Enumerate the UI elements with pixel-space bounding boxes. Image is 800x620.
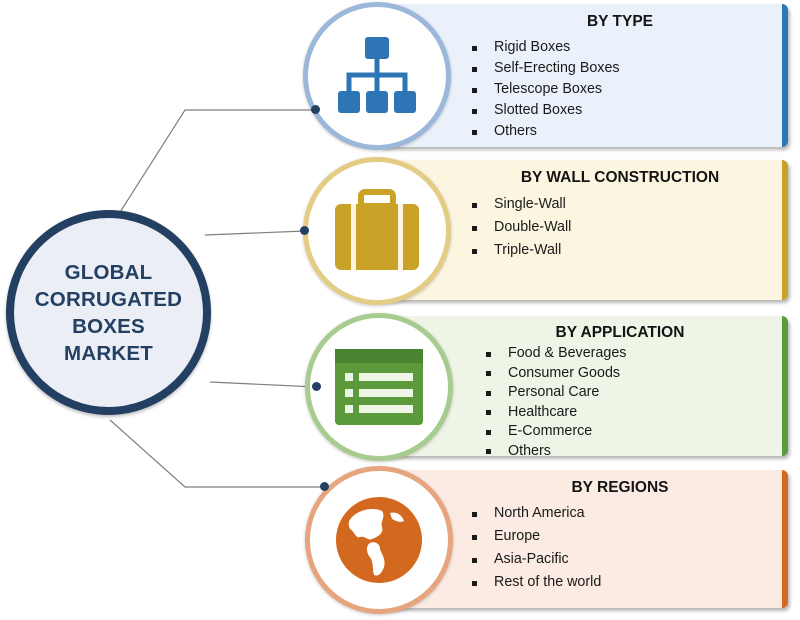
list-item: Europe xyxy=(472,525,601,548)
segment-title-application: BY APPLICATION xyxy=(555,324,685,341)
list-item: Rigid Boxes xyxy=(472,37,620,58)
segment-list-type: Rigid Boxes Self-Erecting Boxes Telescop… xyxy=(472,37,620,142)
list-item: North America xyxy=(472,502,601,525)
list-item: E-Commerce xyxy=(486,422,626,442)
segment-icon-circle-regions xyxy=(305,466,453,614)
list-item: Others xyxy=(472,121,620,142)
connector-dot-application xyxy=(312,382,321,391)
segment-list-regions: North America Europe Asia-Pacific Rest o… xyxy=(472,502,601,594)
list-item: Triple-Wall xyxy=(472,239,571,262)
segment-icon-circle-type xyxy=(303,2,451,150)
list-item: Double-Wall xyxy=(472,216,571,239)
list-item: Self-Erecting Boxes xyxy=(472,58,620,79)
list-item: Asia-Pacific xyxy=(472,548,601,571)
hierarchy-icon xyxy=(338,37,416,113)
connector-type xyxy=(109,109,316,229)
list-item: Slotted Boxes xyxy=(472,100,620,121)
segment-icon-circle-wall xyxy=(303,157,451,305)
list-item: Healthcare xyxy=(486,403,626,423)
segment-list-wall: Single-Wall Double-Wall Triple-Wall xyxy=(472,193,571,262)
list-item: Others xyxy=(486,442,626,462)
connector-dot-wall xyxy=(300,226,309,235)
list-item: Single-Wall xyxy=(472,193,571,216)
segment-title-type: BY TYPE xyxy=(586,13,654,30)
segment-list-application: Food & Beverages Consumer Goods Personal… xyxy=(486,344,626,461)
market-hub: GLOBAL CORRUGATED BOXES MARKET xyxy=(6,210,211,415)
segment-title-regions: BY REGIONS xyxy=(571,479,669,496)
list-item: Rest of the world xyxy=(472,571,601,594)
list-icon xyxy=(335,349,423,425)
hub-title: GLOBAL CORRUGATED BOXES MARKET xyxy=(34,260,183,365)
list-item: Telescope Boxes xyxy=(472,79,620,100)
segment-panel-regions: BY REGIONS North America Europe Asia-Pac… xyxy=(378,470,788,608)
connector-dot-type xyxy=(311,105,320,114)
list-item: Food & Beverages xyxy=(486,344,626,364)
segment-title-wall: BY WALL CONSTRUCTION xyxy=(520,169,720,186)
briefcase-icon xyxy=(335,189,419,270)
connector-wall xyxy=(204,230,306,236)
segment-icon-circle-application xyxy=(305,313,453,461)
connector-application xyxy=(209,381,317,388)
list-item: Consumer Goods xyxy=(486,364,626,384)
connector-dot-regions xyxy=(320,482,329,491)
connector-regions xyxy=(109,419,325,488)
list-item: Personal Care xyxy=(486,383,626,403)
globe-icon xyxy=(336,497,422,583)
